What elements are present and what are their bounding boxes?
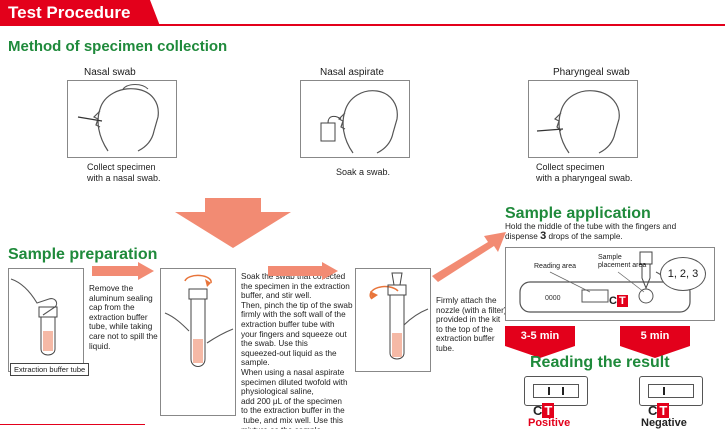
instruction-pre: Hold the middle of the tube with the fin… bbox=[505, 222, 677, 241]
hand-tube-icon bbox=[10, 278, 58, 356]
header-banner bbox=[0, 0, 160, 26]
pharyngeal-swab-illustration bbox=[528, 80, 638, 158]
positive-t: T bbox=[542, 403, 555, 418]
nasal-swab-illustration bbox=[67, 80, 177, 158]
diagonal-arrow-icon bbox=[432, 228, 506, 284]
right-arrow-icon bbox=[92, 262, 154, 280]
application-title: Sample application bbox=[505, 205, 651, 222]
footer-rule bbox=[0, 424, 145, 425]
step2-text: Soak the swab that collected the specime… bbox=[241, 272, 353, 429]
window-marks: 0000 bbox=[545, 295, 561, 302]
method-nasal-swab-name: Nasal swab bbox=[84, 67, 136, 78]
negative-c-line bbox=[663, 387, 665, 395]
nozzle-attach-icon bbox=[369, 272, 429, 360]
instruction-post: drops of the sample. bbox=[546, 231, 623, 241]
positive-t-line bbox=[562, 387, 564, 395]
positive-time: 3-5 min bbox=[505, 326, 575, 346]
method-nasal-aspirate-caption: Soak a swab. bbox=[336, 167, 391, 177]
positive-label: Positive bbox=[528, 417, 571, 429]
positive-c: C bbox=[533, 403, 543, 418]
down-arrow-icon bbox=[175, 198, 291, 248]
ct-c: C bbox=[609, 295, 617, 307]
positive-time-badge: 3-5 min bbox=[505, 326, 575, 358]
negative-c: C bbox=[648, 403, 658, 418]
method-pharyngeal-swab-name: Pharyngeal swab bbox=[553, 67, 630, 78]
preparation-title: Sample preparation bbox=[8, 246, 158, 263]
drops-count: 3 bbox=[540, 229, 547, 242]
step3-text: Firmly attach the nozzle (with a filter)… bbox=[436, 296, 507, 353]
negative-time: 5 min bbox=[620, 326, 690, 346]
collection-title: Method of specimen collection bbox=[8, 38, 228, 55]
negative-t: T bbox=[657, 403, 670, 418]
reading-area-label: Reading area bbox=[534, 263, 577, 270]
tube-label: Extraction buffer tube bbox=[10, 363, 90, 376]
header-underline bbox=[0, 24, 725, 26]
profile-head-icon bbox=[536, 90, 620, 154]
positive-c-line bbox=[548, 387, 550, 395]
positive-cassette bbox=[524, 376, 588, 406]
profile-head-icon bbox=[77, 84, 159, 152]
method-pharyngeal-swab-caption: Collect specimen with a pharyngeal swab. bbox=[536, 162, 633, 183]
page-title: Test Procedure bbox=[8, 3, 131, 22]
negative-time-badge: 5 min bbox=[620, 326, 690, 358]
method-nasal-aspirate-name: Nasal aspirate bbox=[320, 67, 384, 78]
squeeze-tube-icon bbox=[164, 274, 234, 367]
negative-label: Negative bbox=[641, 417, 687, 429]
negative-window bbox=[648, 384, 694, 398]
positive-window bbox=[533, 384, 579, 398]
step1-text: Remove the aluminum sealing cap from the… bbox=[89, 284, 158, 351]
ct-t: T bbox=[616, 295, 628, 307]
sample-area-label: Sample placement area bbox=[598, 254, 647, 269]
step2-illustration bbox=[160, 268, 236, 416]
cassette-dropper-icon bbox=[519, 251, 691, 313]
nasal-aspirate-illustration bbox=[300, 80, 410, 158]
application-instruction: Hold the middle of the tube with the fin… bbox=[505, 222, 676, 241]
step1-illustration bbox=[8, 268, 84, 372]
reading-title: Reading the result bbox=[530, 354, 670, 371]
method-nasal-swab-caption: Collect specimen with a nasal swab. bbox=[87, 162, 161, 183]
step3-illustration bbox=[355, 268, 431, 372]
right-arrow-icon bbox=[268, 262, 338, 280]
drop-counter-bubble: 1, 2, 3 bbox=[660, 257, 706, 291]
negative-cassette bbox=[639, 376, 703, 406]
profile-head-icon bbox=[320, 90, 398, 154]
